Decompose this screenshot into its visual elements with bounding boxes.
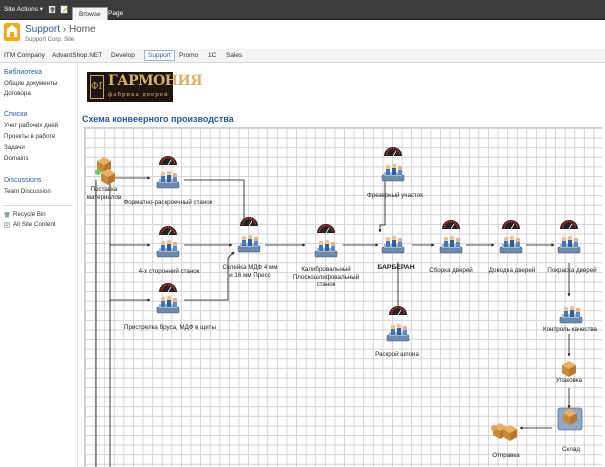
shipping-icon[interactable] — [491, 423, 517, 441]
diagram-heading: Схема конвеерного производства — [82, 114, 234, 124]
site-logo-icon — [7, 25, 17, 37]
connector-milling-barberan — [378, 180, 386, 233]
top-navigation: ITM Company AdvantShop.NET Develop Suppo… — [0, 49, 605, 63]
label-supply: Поставка материалов — [86, 186, 122, 201]
nav-promo[interactable]: Promo — [179, 52, 199, 59]
quick-launch: Библиотека Общие документы Договора Спис… — [0, 63, 78, 467]
label-calib: Калибровальный Плоскошлифовальный станок — [292, 266, 360, 288]
nav-itm-company[interactable]: ITM Company — [4, 52, 45, 59]
gauge-icon — [158, 282, 178, 293]
packaging-icon[interactable] — [562, 361, 576, 377]
gauge-icon — [388, 305, 408, 316]
station-shooting-icon[interactable] — [156, 295, 180, 314]
station-qc-icon[interactable] — [559, 305, 583, 324]
brand-tagline: фабрика дверей — [108, 92, 169, 98]
supply-icon[interactable] — [95, 157, 115, 185]
station-glue-icon[interactable] — [237, 234, 261, 253]
station-milling-icon[interactable] — [381, 163, 405, 182]
page-title: Support › Home — [25, 24, 96, 35]
nav-item-team-discussion[interactable]: Team Discussion — [4, 188, 51, 195]
edit-page-icon[interactable] — [60, 5, 69, 14]
site-header: Support › Home Support Corp. Site — [0, 20, 605, 48]
breadcrumb-separator: › — [62, 24, 67, 35]
station-paint-icon[interactable] — [557, 235, 581, 254]
label-milling: Фрезерный участок — [367, 192, 423, 199]
ribbon: Site Actions ▾ Browse Page — [0, 0, 605, 20]
label-barberan: БАРБЕРАН — [377, 264, 415, 271]
nav-item-all-site-content[interactable]: All Site Content — [13, 221, 56, 228]
nav-heading-discussions[interactable]: Discussions — [4, 177, 42, 184]
recycle-bin-icon — [4, 212, 10, 218]
nav-support[interactable]: Support — [144, 50, 175, 61]
nav-item-contracts[interactable]: Договора — [4, 90, 31, 97]
nav-sales[interactable]: Sales — [226, 52, 243, 59]
navigate-up-icon[interactable] — [48, 5, 57, 14]
site-subtitle: Support Corp. Site — [25, 37, 75, 43]
gauge-icon — [501, 219, 521, 230]
label-warehouse: Склад — [562, 446, 580, 453]
station-assembly-icon[interactable] — [439, 235, 463, 254]
label-paint: Покраска дверей — [547, 267, 597, 274]
site-logo[interactable] — [4, 23, 20, 41]
station-veneer-icon[interactable] — [386, 323, 410, 342]
nav-item-tasks[interactable]: Задачи — [4, 144, 25, 151]
all-site-content-icon — [4, 222, 10, 228]
nav-item-recycle-bin[interactable]: Recycle Bin — [13, 211, 46, 218]
label-shooting: Пристрелка бруса, МДФ в щиты — [124, 324, 216, 331]
nav-item-shared-documents[interactable]: Общие документы — [4, 80, 58, 87]
label-veneer: Раскрой шпона — [375, 351, 419, 358]
nav-item-projects[interactable]: Проекты в работе — [4, 133, 56, 140]
nav-1c[interactable]: 1C — [208, 52, 217, 59]
tab-page[interactable]: Page — [108, 10, 124, 17]
label-pack: Упаковка — [555, 377, 583, 384]
label-format: Форматно-раскроечный станок — [123, 199, 213, 206]
tab-browse[interactable]: Browse — [72, 7, 108, 20]
label-glue: Склейка МДФ 4 мм и 16 мм Пресс — [222, 264, 278, 279]
gauge-icon — [158, 155, 178, 166]
site-actions-menu[interactable]: Site Actions ▾ — [4, 6, 44, 13]
nav-heading-libraries[interactable]: Библиотека — [4, 69, 43, 76]
nav-divider — [3, 205, 73, 206]
label-assembly: Сборка дверей — [429, 267, 473, 274]
site-title-link[interactable]: Support — [25, 24, 61, 35]
connector-shooting-glue — [184, 251, 235, 301]
nav-item-work-days[interactable]: Учет рабочих дней — [4, 122, 59, 129]
company-logo: ФГ ГАРМОНИЯ фабрика дверей — [87, 72, 203, 102]
brand-wordmark: ГАРМОНИЯ — [108, 73, 203, 89]
station-finish-icon[interactable] — [499, 235, 523, 254]
label-ship: Отправка — [492, 452, 520, 459]
gauge-icon — [158, 225, 178, 236]
label-finish: Доводка дверей — [488, 267, 536, 274]
station-foursided-icon[interactable] — [156, 239, 180, 258]
connector-format-glue — [184, 179, 246, 223]
gauge-icon — [559, 219, 579, 230]
label-qc: Контроль качества — [543, 326, 597, 333]
gauge-icon — [239, 216, 259, 227]
warehouse-icon[interactable] — [557, 407, 583, 431]
nav-item-domains[interactable]: Domains — [4, 155, 29, 162]
nav-heading-lists[interactable]: Списки — [4, 111, 28, 118]
page-title-text: Home — [68, 24, 96, 35]
nav-advantshop[interactable]: AdvantShop.NET — [52, 52, 103, 59]
nav-develop[interactable]: Develop — [111, 52, 135, 59]
gauge-icon — [383, 146, 403, 157]
station-format-icon[interactable] — [156, 170, 180, 189]
brand-monogram: ФГ — [90, 75, 104, 99]
station-barberan-icon[interactable] — [381, 235, 405, 254]
label-foursided: 4-х сторонний станок — [138, 268, 200, 275]
station-calib-icon[interactable] — [314, 239, 338, 258]
gauge-icon — [441, 219, 461, 230]
gauge-icon — [316, 223, 336, 234]
